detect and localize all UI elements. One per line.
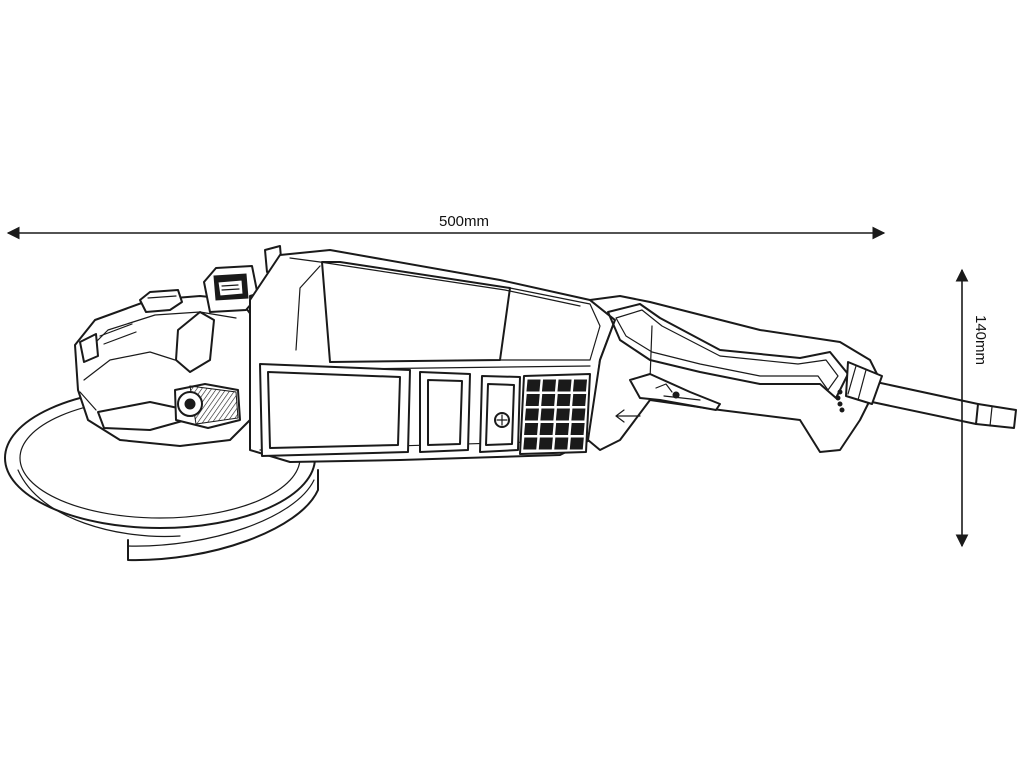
- length-dimension: 500mm: [6, 213, 886, 240]
- vent-slot: [524, 423, 539, 435]
- rear-handle: [587, 295, 883, 453]
- length-dimension-label: 500mm: [439, 213, 489, 230]
- grinder-illustration: [4, 245, 1017, 562]
- side-recesses: [419, 371, 521, 453]
- power-cord: [871, 381, 1017, 429]
- side-label-panel: [259, 363, 411, 457]
- vent-slot: [540, 408, 555, 421]
- vent-slot: [524, 408, 539, 421]
- vent-slots: [523, 379, 588, 450]
- vent-slot: [554, 437, 569, 450]
- vent-slot: [555, 408, 570, 421]
- grinding-disc: [17, 469, 181, 538]
- vent-slot: [570, 423, 585, 435]
- height-dimension: 140mm: [955, 268, 989, 548]
- vent-slot: [523, 437, 538, 450]
- vent-slot: [572, 394, 587, 406]
- vent-slot: [538, 437, 553, 450]
- vent-slot: [539, 423, 554, 435]
- adjustment-knob: [174, 383, 241, 429]
- vent-slot: [557, 379, 572, 392]
- vent-slot: [526, 379, 541, 392]
- vent-slot: [569, 437, 584, 450]
- height-dimension-label: 140mm: [972, 315, 989, 365]
- vent-slot: [556, 394, 571, 406]
- vent-slot: [525, 394, 540, 406]
- vent-slot: [541, 394, 556, 406]
- vent-slot: [555, 423, 570, 435]
- vent-slot: [572, 379, 588, 392]
- speed-dial: [203, 265, 259, 313]
- vent-slot: [541, 379, 557, 392]
- vent-slot: [571, 408, 586, 421]
- switch-lock-marks: [835, 389, 845, 413]
- air-vents: [519, 373, 591, 455]
